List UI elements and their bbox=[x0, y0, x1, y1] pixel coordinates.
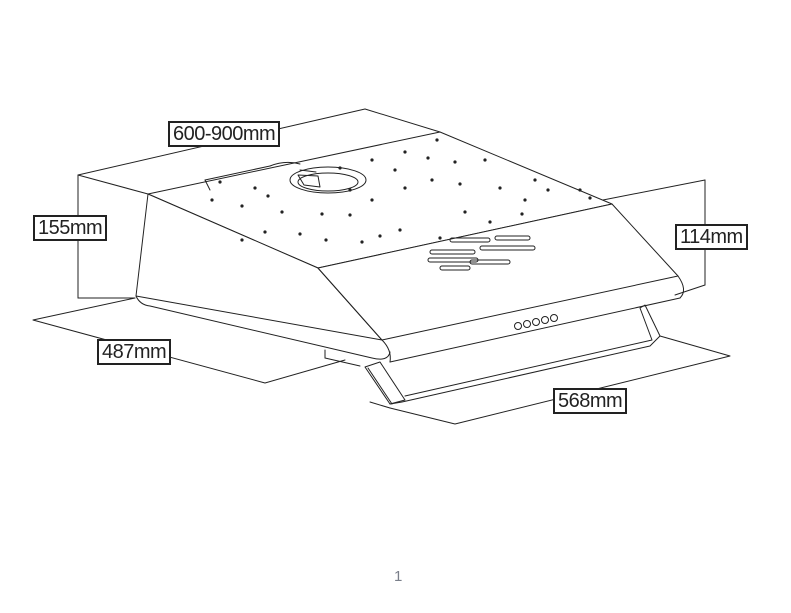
mounting-holes bbox=[210, 138, 592, 244]
height-dimension-label: 155mm bbox=[33, 215, 108, 241]
vent-slots bbox=[427, 235, 536, 271]
inner-width-dimension-label: 568mm bbox=[553, 388, 628, 414]
hood-side-face bbox=[317, 203, 684, 363]
hood-top bbox=[147, 131, 613, 269]
width-dimension-label: 600-900mm bbox=[168, 121, 281, 147]
depth-dimension-label: 487mm bbox=[97, 339, 172, 365]
hood-bottom-rim bbox=[135, 295, 681, 367]
inner-width-plane bbox=[369, 335, 731, 425]
inner-height-dimension-label: 114mm bbox=[675, 224, 748, 250]
page-number: 1 bbox=[394, 568, 403, 585]
control-knobs bbox=[514, 314, 558, 330]
exhaust-outlet bbox=[289, 166, 367, 194]
visor bbox=[364, 304, 661, 405]
